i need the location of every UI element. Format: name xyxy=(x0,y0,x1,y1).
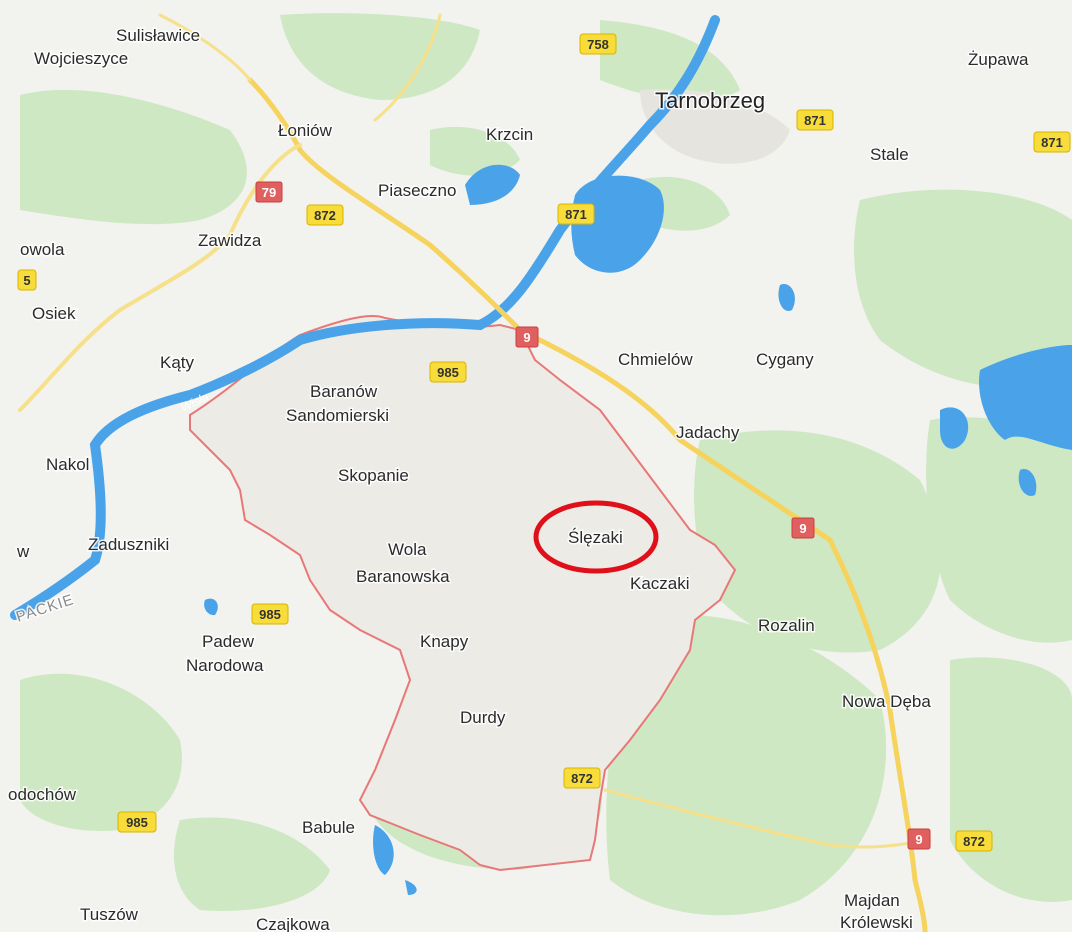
label-nowa-deba: Nowa Dęba xyxy=(842,692,931,711)
label-w: w xyxy=(16,542,30,561)
svg-text:9: 9 xyxy=(799,521,806,536)
shield-872-b: 872 xyxy=(563,767,601,789)
label-nakol: Nakol xyxy=(46,455,89,474)
highlight-circle xyxy=(533,500,659,574)
label-wojcieszyce: Wojcieszyce xyxy=(34,49,128,68)
shield-9-c: 9 xyxy=(907,828,931,850)
label-padew-2: Narodowa xyxy=(186,656,264,675)
label-owola: owola xyxy=(20,240,65,259)
urban-area xyxy=(640,89,790,164)
svg-text:871: 871 xyxy=(565,207,587,222)
svg-text:9: 9 xyxy=(915,832,922,847)
label-baranow-1: Baranów xyxy=(310,382,378,401)
label-padew-1: Padew xyxy=(202,632,255,651)
label-odochow: odochów xyxy=(8,785,77,804)
label-zaduszniki: Zaduszniki xyxy=(88,535,169,554)
label-czajkowa: Czajkowa xyxy=(256,915,330,932)
label-katy: Kąty xyxy=(160,353,195,372)
label-stale: Stale xyxy=(870,145,909,164)
label-knapy: Knapy xyxy=(420,632,469,651)
label-zawidza: Zawidza xyxy=(198,231,262,250)
label-piaseczno: Piaseczno xyxy=(378,181,456,200)
label-wola-2: Baranowska xyxy=(356,567,450,586)
label-tarnobrzeg: Tarnobrzeg xyxy=(655,88,765,113)
shield-985-b: 985 xyxy=(251,603,289,625)
label-jadachy: Jadachy xyxy=(676,423,740,442)
shield-871-b: 871 xyxy=(1033,131,1071,153)
svg-text:872: 872 xyxy=(314,208,336,223)
shield-758: 758 xyxy=(579,33,617,55)
label-wola-1: Wola xyxy=(388,540,427,559)
svg-text:9: 9 xyxy=(523,330,530,345)
label-baranow-2: Sandomierski xyxy=(286,406,389,425)
label-zupawa: Żupawa xyxy=(968,50,1029,69)
shield-985-a: 985 xyxy=(429,361,467,383)
svg-text:871: 871 xyxy=(1041,135,1063,150)
label-cygany: Cygany xyxy=(756,350,814,369)
label-chmielow: Chmielów xyxy=(618,350,693,369)
shield-79: 79 xyxy=(255,181,283,203)
label-kaczaki: Kaczaki xyxy=(630,574,690,593)
label-sulislawice: Sulisławice xyxy=(116,26,200,45)
shield-9-a: 9 xyxy=(515,326,539,348)
label-majdan-2: Królewski xyxy=(840,913,913,932)
shield-872-c: 872 xyxy=(955,830,993,852)
label-osiek: Osiek xyxy=(32,304,76,323)
label-durdy: Durdy xyxy=(460,708,506,727)
svg-text:758: 758 xyxy=(587,37,609,52)
svg-text:79: 79 xyxy=(262,185,276,200)
road-shields: 758 871 871 79 872 871 5 9 xyxy=(17,33,1071,852)
river-vistula xyxy=(10,15,720,620)
water-bodies xyxy=(204,164,1072,895)
label-babule: Babule xyxy=(302,818,355,837)
label-rozalin: Rozalin xyxy=(758,616,815,635)
shield-872-a: 872 xyxy=(306,204,344,226)
svg-text:985: 985 xyxy=(259,607,281,622)
svg-text:985: 985 xyxy=(437,365,459,380)
label-krzcin: Krzcin xyxy=(486,125,533,144)
svg-text:872: 872 xyxy=(571,771,593,786)
svg-text:5: 5 xyxy=(23,273,30,288)
shield-985-c: 985 xyxy=(117,811,157,833)
label-tuszow: Tuszów xyxy=(80,905,139,924)
label-slezaki: Ślęzaki xyxy=(568,528,623,547)
svg-text:871: 871 xyxy=(804,113,826,128)
shield-9-b: 9 xyxy=(791,517,815,539)
label-majdan-1: Majdan xyxy=(844,891,900,910)
shield-871-a: 871 xyxy=(796,109,834,131)
forest-areas xyxy=(20,13,1072,916)
label-skopanie: Skopanie xyxy=(338,466,409,485)
svg-text:872: 872 xyxy=(963,834,985,849)
shield-871-c: 871 xyxy=(557,203,595,225)
svg-text:985: 985 xyxy=(126,815,148,830)
label-loniow: Łoniów xyxy=(278,121,333,140)
shield-5: 5 xyxy=(17,269,37,291)
